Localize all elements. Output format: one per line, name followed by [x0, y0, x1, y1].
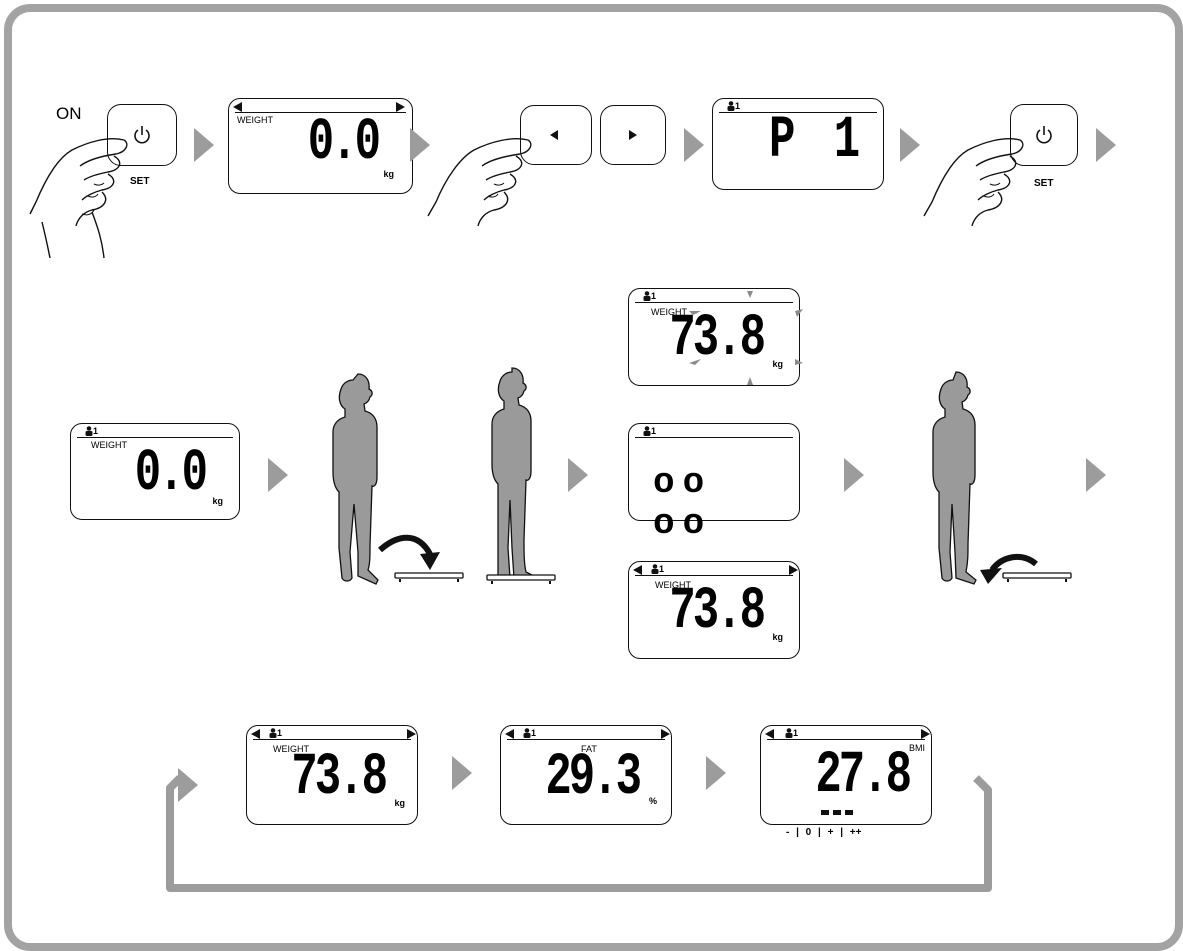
- user-icon: [727, 101, 735, 111]
- weight-value: 73.8: [291, 744, 388, 813]
- set-label: SET: [130, 176, 150, 187]
- left-triangle-icon: [550, 130, 558, 140]
- unit-kg: kg: [772, 632, 783, 642]
- on-label: ON: [56, 104, 82, 123]
- power-icon: [134, 126, 150, 144]
- hand-pressing-icon: [427, 138, 532, 227]
- curved-arrow-icon: [378, 534, 440, 570]
- right-button[interactable]: [600, 105, 666, 165]
- right-triangle-icon: [396, 102, 405, 112]
- person-silhouette-icon: [491, 367, 535, 580]
- flow-arrow-icon: [844, 458, 864, 492]
- left-triangle-icon: [765, 729, 774, 739]
- left-triangle-icon: [505, 729, 514, 739]
- flow-arrow-icon: [1096, 128, 1116, 162]
- weight-label: WEIGHT: [237, 115, 273, 125]
- scale-platform-icon: [1002, 572, 1072, 582]
- display-weight-measuring: 1 WEIGHT 73.8 kg: [628, 288, 803, 386]
- left-triangle-icon: [233, 102, 242, 112]
- display-bmi-cycle: 1 BMI 27.8: [760, 725, 932, 825]
- flow-arrow-icon: [194, 128, 214, 162]
- curved-arrow-icon: [980, 553, 1038, 584]
- unit-percent: %: [648, 796, 657, 806]
- analysis-value: oo oo: [653, 462, 713, 544]
- unit-kg: kg: [383, 169, 394, 179]
- user-icon: [785, 728, 793, 738]
- right-triangle-icon: [661, 729, 670, 739]
- weight-value: 0.0: [307, 109, 381, 178]
- hand-pressing-icon: [923, 138, 1024, 227]
- power-icon: [1036, 126, 1052, 144]
- bmi-scale-labels: - | 0 | + | ++: [786, 827, 862, 838]
- user-icon: [651, 564, 659, 574]
- weight-label: WEIGHT: [651, 307, 687, 317]
- blink-marks-icon: [689, 291, 803, 385]
- fat-value: 29.3: [545, 744, 642, 813]
- left-triangle-icon: [251, 729, 260, 739]
- user-icon: [85, 426, 93, 436]
- display-fat-cycle: 1 FAT 29.3 %: [500, 725, 672, 825]
- flow-arrow-icon: [1086, 458, 1106, 492]
- display-weight-result: 1 WEIGHT 73.8 kg: [628, 561, 800, 659]
- weight-value: 0.0: [134, 440, 208, 509]
- scale-platform-icon: [486, 574, 556, 584]
- unit-kg: kg: [772, 359, 783, 369]
- flow-arrow-icon: [410, 128, 430, 162]
- user-number: 1: [93, 426, 99, 436]
- scale-platform-icon: [394, 572, 464, 582]
- weight-label: WEIGHT: [91, 440, 127, 450]
- bmi-bar-indicator: [821, 810, 853, 815]
- bmi-label: BMI: [909, 743, 926, 753]
- display-weight-cycle: 1 WEIGHT 73.8 kg: [246, 725, 418, 825]
- user-icon: [643, 426, 651, 436]
- left-triangle-icon: [633, 565, 642, 575]
- power-set-button[interactable]: [107, 104, 177, 166]
- flow-arrow-icon: [178, 768, 198, 802]
- display-weight-zero: 1 WEIGHT 0.0 kg: [70, 423, 240, 520]
- flow-arrow-icon: [268, 458, 288, 492]
- power-set-button[interactable]: [1010, 104, 1078, 166]
- right-triangle-icon: [407, 729, 416, 739]
- user-icon: [269, 728, 277, 738]
- right-triangle-icon: [629, 130, 637, 140]
- user-icon: [523, 728, 531, 738]
- profile-value: P 1: [769, 107, 867, 176]
- fat-label: FAT: [581, 744, 597, 754]
- flow-arrow-icon: [706, 756, 726, 790]
- hand-pressing-icon: [29, 138, 128, 259]
- person-silhouette-icon: [332, 373, 379, 585]
- weight-value: 73.8: [669, 578, 766, 647]
- user-number: 1: [793, 728, 799, 738]
- flow-arrow-icon: [684, 128, 704, 162]
- unit-kg: kg: [394, 798, 405, 808]
- weight-label: WEIGHT: [655, 580, 691, 590]
- user-number: 1: [659, 564, 665, 574]
- user-number: 1: [735, 101, 741, 111]
- weight-label: WEIGHT: [273, 744, 309, 754]
- right-triangle-icon: [789, 565, 798, 575]
- set-label: SET: [1034, 178, 1054, 189]
- flow-arrow-icon: [452, 756, 472, 790]
- display-analyzing: 1 oo oo: [628, 423, 800, 544]
- user-number: 1: [651, 426, 657, 436]
- flow-arrow-icon: [568, 458, 588, 492]
- person-silhouette-icon: [932, 371, 977, 585]
- loop-arrow-icon: [166, 775, 992, 892]
- user-icon: [643, 291, 651, 301]
- user-number: 1: [531, 728, 537, 738]
- unit-kg: kg: [212, 496, 223, 506]
- weight-value: 73.8: [669, 305, 766, 374]
- left-button[interactable]: [520, 105, 592, 165]
- user-number: 1: [277, 728, 283, 738]
- user-number: 1: [651, 291, 657, 301]
- flow-arrow-icon: [900, 128, 920, 162]
- bmi-value: 27.8: [815, 742, 912, 811]
- display-profile: 1 P 1: [712, 98, 884, 190]
- right-triangle-icon: [921, 729, 930, 739]
- display-weight-zero: WEIGHT 0.0 kg: [228, 98, 413, 194]
